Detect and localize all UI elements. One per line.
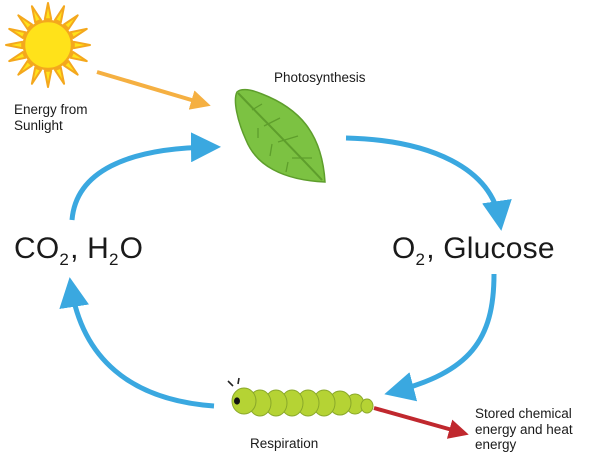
- co2-text: CO: [14, 232, 60, 265]
- sun-ray: [54, 5, 66, 24]
- co2-subscript: 2: [59, 250, 70, 269]
- caterpillar-icon: [227, 377, 374, 417]
- sunlight-label-line1: Energy from: [14, 102, 88, 117]
- sun-ray: [69, 27, 88, 39]
- sun-icon: [5, 2, 91, 88]
- sun-ray: [43, 2, 53, 21]
- leaf-icon: [234, 88, 326, 183]
- h2o-text-pre: , H: [70, 232, 109, 265]
- cycle-arrow-top-right: [345, 135, 512, 231]
- sun-ray: [8, 51, 27, 63]
- glucose-text: , Glucose: [426, 232, 555, 265]
- sunlight-label: Energy from Sunlight: [14, 102, 88, 133]
- sun-ray: [69, 51, 88, 63]
- sun-ray: [63, 60, 79, 76]
- stored-energy-line3: energy: [475, 437, 517, 453]
- heat-arrow: [373, 406, 469, 439]
- h2o-subscript: 2: [109, 250, 119, 269]
- sun-ray: [8, 27, 27, 39]
- respiration-label: Respiration: [250, 436, 319, 451]
- cycle-arrow-left-top: [69, 132, 221, 221]
- sun-ray: [17, 14, 33, 30]
- sun-ray: [5, 40, 24, 50]
- h2o-text-post: O: [119, 232, 144, 265]
- sun-ray: [30, 5, 42, 24]
- cycle-arrow-right-bottom: [384, 273, 497, 402]
- sunlight-label-line2: Sunlight: [14, 117, 63, 133]
- sun-ray: [17, 60, 33, 76]
- o2-subscript: 2: [415, 250, 426, 269]
- o2-glucose-label: O2, Glucose: [392, 232, 555, 269]
- co2-h2o-label: CO2, H2O: [14, 232, 144, 269]
- stored-energy-line2: energy and heat: [475, 421, 573, 437]
- stored-energy-line1: Stored chemical: [475, 406, 572, 421]
- sun-ray: [54, 66, 66, 85]
- sun-ray: [43, 69, 53, 88]
- cycle-arrow-bottom-left: [59, 277, 215, 409]
- sun-ray: [63, 14, 79, 30]
- stored-energy-label: Stored chemical energy and heat energy: [475, 406, 573, 453]
- o2-text: O: [392, 232, 416, 265]
- sunlight-arrow: [96, 70, 211, 110]
- sun-ray: [72, 40, 91, 50]
- sun-ray: [30, 66, 42, 85]
- photosynthesis-label: Photosynthesis: [274, 70, 366, 85]
